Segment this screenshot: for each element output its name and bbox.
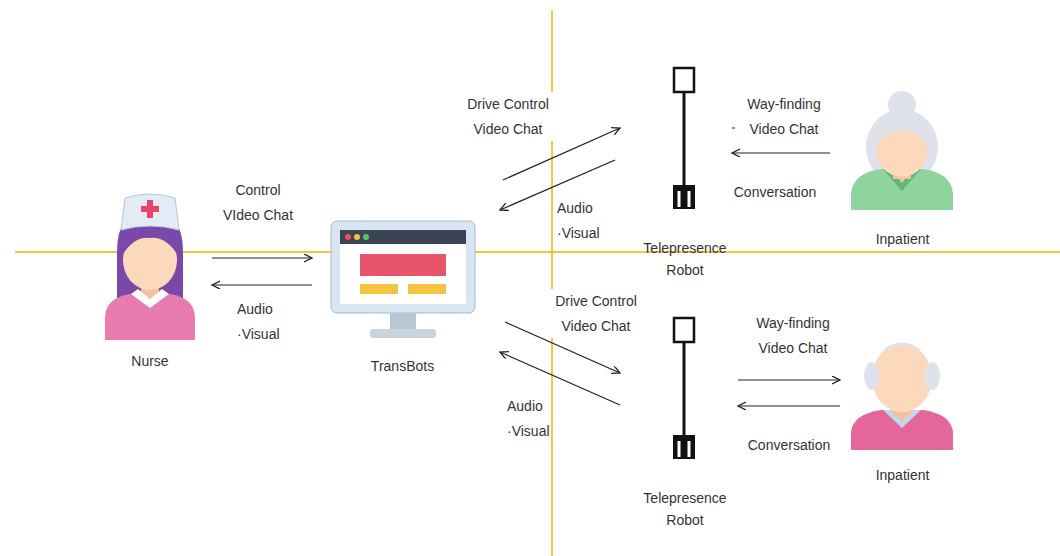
woman-icon [845, 85, 960, 210]
node-label: Telepresence Robot [630, 237, 740, 282]
node-label: Inpatient [876, 228, 930, 250]
node-label: TransBots [371, 355, 434, 377]
edge-label: Conversation [736, 433, 842, 458]
edge-label: Conversation [726, 180, 824, 205]
node-label: Inpatient [876, 464, 930, 486]
telepresence-robot: Telepresence Robot [630, 315, 740, 532]
node-label: Telepresence Robot [630, 487, 740, 532]
edge-label: Audio ·Visual [556, 196, 601, 245]
inpatient-figure: Inpatient [845, 85, 960, 250]
node-label: Nurse [131, 350, 168, 372]
edge-label: Way-finding Video Chat [735, 92, 833, 141]
arrow-connector [738, 379, 840, 380]
nurse-figure: Nurse [95, 190, 205, 372]
edge-label: Control VIdeo Chat [215, 178, 301, 227]
nurse-icon [95, 190, 205, 340]
telepresence-robot: Telepresence Robot [630, 65, 740, 282]
inpatient-figure: Inpatient [845, 330, 960, 486]
edge-label: Audio ·Visual [506, 394, 551, 443]
robot-icon [665, 65, 705, 213]
arrow-connector [212, 257, 312, 258]
robot-icon [665, 315, 705, 463]
transbots-monitor: TransBots [325, 218, 480, 377]
arrow-connector [738, 405, 840, 406]
edge-label: Drive Control Video Chat [545, 289, 647, 338]
arrow-connector [212, 284, 312, 285]
edge-label: Audio ·Visual [236, 297, 281, 346]
arrow-connector [732, 152, 830, 153]
monitor-icon [328, 218, 478, 343]
man-icon [845, 330, 960, 450]
edge-label: Way-finding Video Chat [742, 311, 844, 360]
edge-label: Drive Control Video Chat [458, 92, 558, 141]
